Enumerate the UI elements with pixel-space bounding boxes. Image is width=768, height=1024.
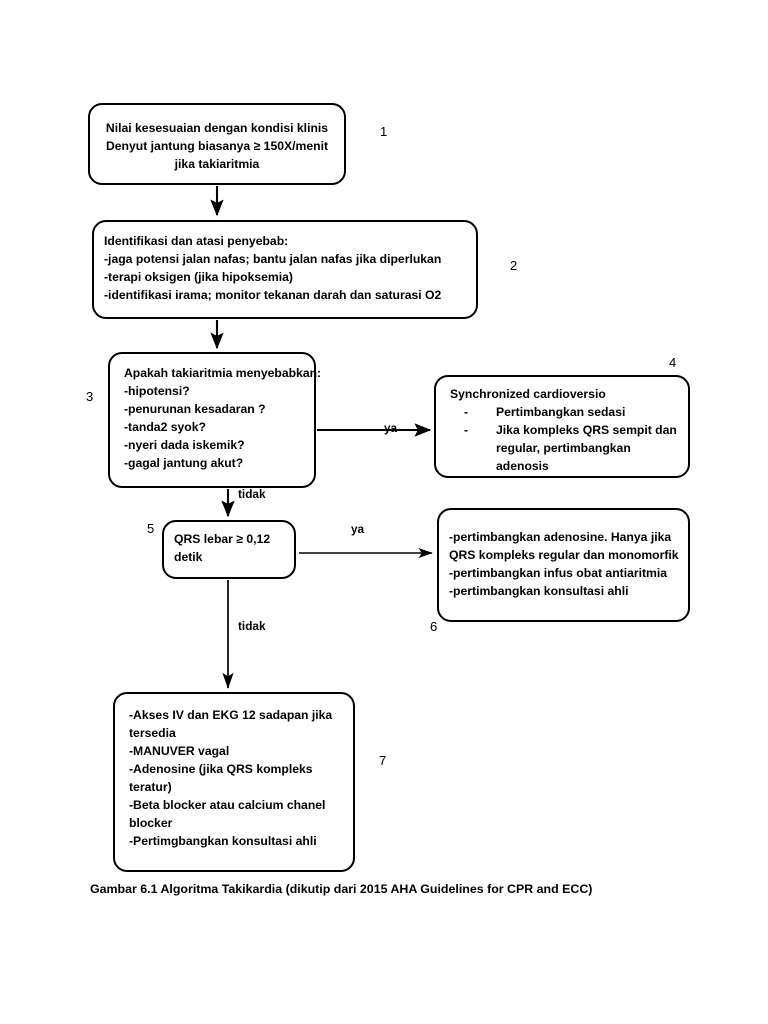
step-number-1: 1	[380, 124, 388, 139]
flow-node-3-line-5: -nyeri dada iskemik?	[124, 438, 245, 453]
list-item: - Pertimbangkan sedasi	[450, 403, 688, 421]
flow-node-5-line-2: detik	[174, 550, 203, 565]
flow-node-1-text: Nilai kesesuaian dengan kondisi klinis D…	[90, 105, 344, 173]
flow-node-2[interactable]: Identifikasi dan atasi penyebab: -jaga p…	[92, 220, 478, 319]
flow-node-4[interactable]: Synchronized cardioversio - Pertimbangka…	[434, 375, 690, 478]
flow-node-3-line-4: -tanda2 syok?	[124, 420, 206, 435]
flow-node-7-line-8: -Pertimgbangkan konsultasi ahli	[129, 834, 317, 849]
flow-node-6-line-1: -pertimbangkan adenosine. Hanya jika	[449, 530, 672, 544]
step-number-3: 3	[86, 389, 94, 404]
flow-node-3-text: Apakah takiaritmia menyebabkan: -hipoten…	[110, 354, 322, 472]
flow-node-7-text: -Akses IV dan EKG 12 sadapan jika tersed…	[115, 694, 353, 850]
flow-node-5-line-1: QRS lebar ≥ 0,12	[174, 532, 271, 546]
flow-node-3[interactable]: Apakah takiaritmia menyebabkan: -hipoten…	[108, 352, 322, 488]
flow-node-3-line-6: -gagal jantung akut?	[124, 456, 244, 471]
bullet-text: Jika kompleks QRS sempit dan	[496, 423, 677, 438]
flow-node-7-line-3: -MANUVER vagal	[129, 744, 230, 759]
flow-node-6-line-2: QRS kompleks regular dan monomorfik	[449, 548, 679, 563]
flow-node-3-line-3: -penurunan kesadaran ?	[124, 402, 266, 417]
flow-node-6[interactable]: -pertimbangkan adenosine. Hanya jika QRS…	[437, 508, 690, 622]
flow-node-2-text: Identifikasi dan atasi penyebab: -jaga p…	[94, 222, 476, 304]
flow-node-3-line-2: -hipotensi?	[124, 384, 190, 399]
flow-node-4-bullet-list: - Pertimbangkan sedasi - Jika kompleks Q…	[450, 403, 688, 475]
flow-node-2-line-4: -identifikasi irama; monitor tekanan dar…	[104, 288, 442, 303]
flow-node-4-heading: Synchronized cardioversio	[450, 387, 606, 401]
step-number-5: 5	[147, 521, 155, 536]
edge-label-3-to-5: tidak	[238, 487, 266, 501]
flow-node-6-line-3: -pertimbangkan infus obat antiaritmia	[449, 566, 668, 581]
flow-node-4-text: Synchronized cardioversio - Pertimbangka…	[436, 377, 688, 475]
flow-node-7-line-1: -Akses IV dan EKG 12 sadapan jika	[129, 708, 333, 722]
flow-node-5-text: QRS lebar ≥ 0,12 detik	[164, 522, 294, 566]
bullet-text-cont-2: adenosis	[496, 459, 549, 474]
flow-node-7[interactable]: -Akses IV dan EKG 12 sadapan jika tersed…	[113, 692, 355, 872]
list-item: - Jika kompleks QRS sempit dan regular, …	[450, 421, 688, 475]
flow-node-1-line-2: Denyut jantung biasanya ≥ 150X/menit	[105, 139, 329, 154]
step-number-4: 4	[669, 355, 677, 370]
flow-node-7-line-7: blocker	[129, 816, 173, 831]
flow-node-1-line-1: Nilai kesesuaian dengan kondisi klinis	[105, 121, 329, 135]
step-number-2: 2	[510, 258, 518, 273]
edge-label-3-to-4: ya	[384, 421, 398, 435]
flow-node-7-line-2: tersedia	[129, 726, 176, 741]
flow-node-6-line-4: -pertimbangkan konsultasi ahli	[449, 584, 629, 599]
flow-node-7-line-4: -Adenosine (jika QRS kompleks	[129, 762, 313, 777]
flow-node-2-line-2: -jaga potensi jalan nafas; bantu jalan n…	[104, 252, 442, 267]
bullet-dash-icon: -	[464, 423, 469, 438]
edge-label-5-to-7: tidak	[238, 619, 266, 633]
flow-node-3-line-1: Apakah takiaritmia menyebabkan:	[124, 366, 322, 380]
bullet-text: Pertimbangkan sedasi	[496, 405, 626, 420]
edge-label-5-to-6: ya	[351, 522, 365, 536]
bullet-dash-icon: -	[464, 405, 469, 420]
flow-node-6-text: -pertimbangkan adenosine. Hanya jika QRS…	[439, 510, 688, 600]
flow-node-5[interactable]: QRS lebar ≥ 0,12 detik	[162, 520, 296, 579]
flow-node-1[interactable]: Nilai kesesuaian dengan kondisi klinis D…	[88, 103, 346, 185]
flow-node-2-line-3: -terapi oksigen (jika hipoksemia)	[104, 270, 293, 285]
flow-node-7-line-6: -Beta blocker atau calcium chanel	[129, 798, 326, 813]
flow-node-2-line-1: Identifikasi dan atasi penyebab:	[104, 234, 289, 248]
flow-node-1-line-3: jika takiaritmia	[174, 157, 260, 172]
step-number-7: 7	[379, 753, 387, 768]
flow-node-7-line-5: teratur)	[129, 780, 172, 795]
bullet-text-cont-1: regular, pertimbangkan	[496, 441, 631, 456]
figure-caption: Gambar 6.1 Algoritma Takikardia (dikutip…	[90, 882, 593, 896]
step-number-6: 6	[430, 619, 438, 634]
